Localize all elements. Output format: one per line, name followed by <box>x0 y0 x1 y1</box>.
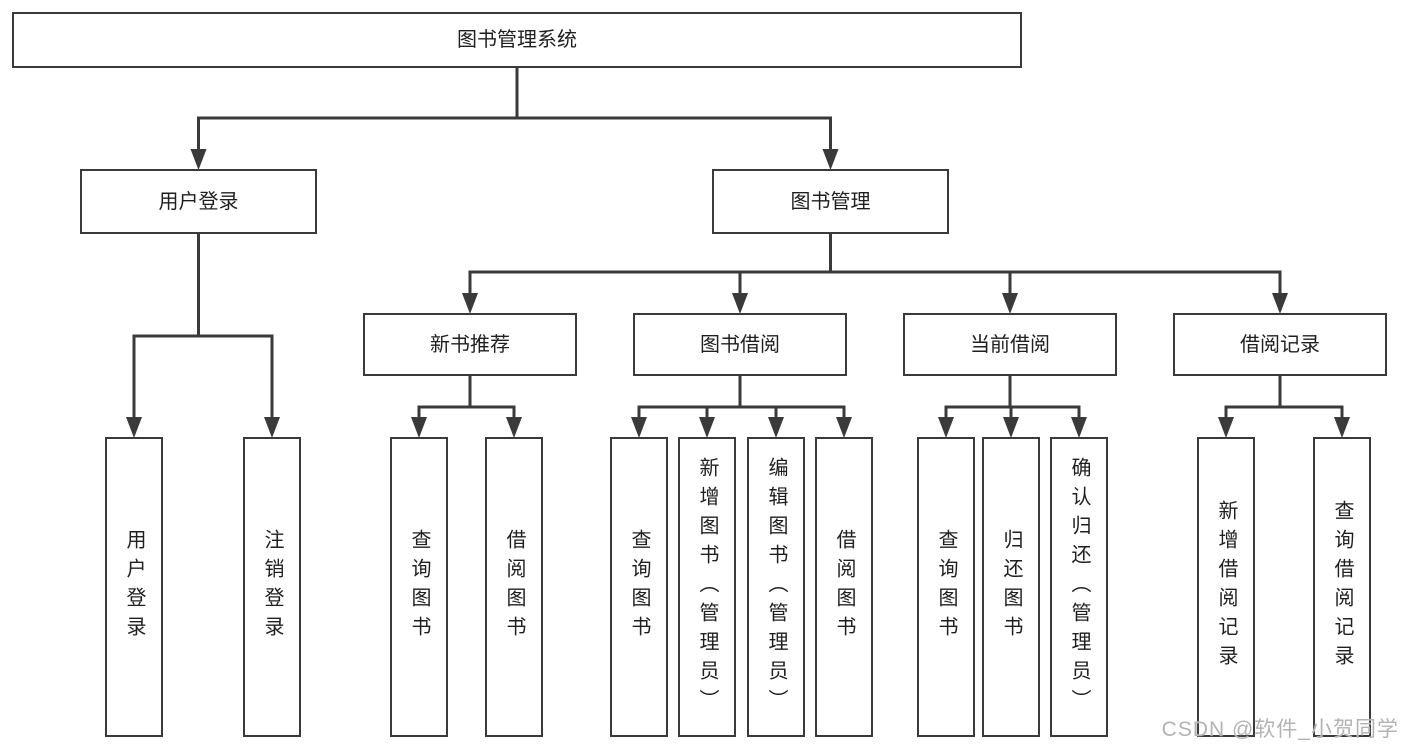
node-book-management: 图书管理 <box>712 169 949 234</box>
node-user-login: 用户登录 <box>80 169 317 234</box>
arrowhead-icon <box>732 293 748 314</box>
node-leaf-query-books-2: 查询图书 <box>610 437 668 737</box>
arrowhead-icon <box>1003 417 1019 438</box>
arrowhead-icon <box>411 417 427 438</box>
node-leaf-confirm-return: 确认归还（管理员） <box>1050 437 1108 737</box>
node-current-borrowing: 当前借阅 <box>903 313 1117 376</box>
node-leaf-query-books-3: 查询图书 <box>917 437 975 737</box>
node-leaf-query-borrow-record: 查询借阅记录 <box>1313 437 1371 737</box>
node-leaf-borrow-books-1: 借阅图书 <box>485 437 543 737</box>
csdn-watermark: CSDN @软件_小贺同学 <box>1161 718 1399 741</box>
arrowhead-icon <box>699 417 715 438</box>
arrowhead-icon <box>1002 293 1018 314</box>
arrowhead-icon <box>1334 417 1350 438</box>
arrowhead-icon <box>190 149 207 170</box>
node-borrowing-records: 借阅记录 <box>1173 313 1387 376</box>
node-leaf-return-books: 归还图书 <box>982 437 1040 737</box>
node-library-management-system: 图书管理系统 <box>12 12 1022 68</box>
arrowhead-icon <box>264 417 280 438</box>
arrowhead-icon <box>506 417 522 438</box>
arrowhead-icon <box>768 417 784 438</box>
arrowhead-icon <box>822 149 839 170</box>
node-new-book-recommend: 新书推荐 <box>363 313 577 376</box>
arrowhead-icon <box>1071 417 1087 438</box>
node-book-borrowing: 图书借阅 <box>633 313 847 376</box>
node-leaf-add-borrow-record: 新增借阅记录 <box>1197 437 1255 737</box>
node-leaf-borrow-books-2: 借阅图书 <box>815 437 873 737</box>
arrowhead-icon <box>126 417 142 438</box>
node-leaf-logout: 注销登录 <box>243 437 301 737</box>
arrowhead-icon <box>836 417 852 438</box>
node-leaf-edit-book: 编辑图书（管理员） <box>747 437 805 737</box>
arrowhead-icon <box>631 417 647 438</box>
node-leaf-user-login: 用户登录 <box>105 437 163 737</box>
arrowhead-icon <box>1272 293 1288 314</box>
arrowhead-icon <box>938 417 954 438</box>
node-leaf-add-book: 新增图书（管理员） <box>678 437 736 737</box>
arrowhead-icon <box>1218 417 1234 438</box>
arrowhead-icon <box>462 293 478 314</box>
node-leaf-query-books-1: 查询图书 <box>390 437 448 737</box>
